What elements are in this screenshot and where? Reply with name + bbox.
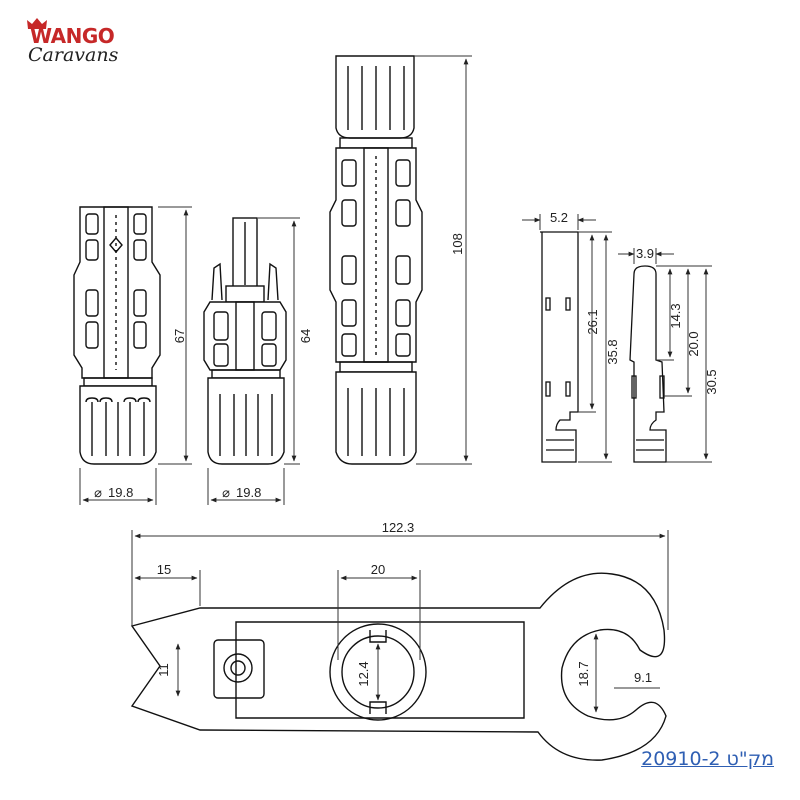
crown-icon [27,18,47,29]
female-connector [203,217,287,465]
male-height-label: 67 [172,329,187,343]
sku-link[interactable]: מק"ט 20910-2 [641,748,774,770]
male-connector [73,206,161,465]
male-pin-len-b-label: 20.0 [686,331,701,356]
male-diameter-symbol: ⌀ [94,485,102,500]
female-pin [540,231,579,463]
wrench-ring-label: 18.7 [576,661,591,686]
wrench-inner-label: 12.4 [356,661,371,686]
assembled-height-label: 108 [450,233,465,255]
wrench-length-label: 122.3 [382,520,415,535]
wrench-opening-label: 20 [371,562,385,577]
male-pin-width-label: 3.9 [636,246,654,261]
female-diameter-label: 19.8 [236,485,261,500]
female-height-label: 64 [298,329,313,343]
dimension-labels: 67 ⌀ 19.8 64 ⌀ 19.8 108 5.2 26.1 35.8 3.… [94,210,719,687]
wrench-gap-label: 9.1 [634,670,652,685]
male-pin-len-c-label: 30.5 [704,369,719,394]
wrench-tab-label: 15 [157,562,171,577]
female-diameter-symbol: ⌀ [222,485,230,500]
female-pin-width-label: 5.2 [550,210,568,225]
brand-logo: WANGO Caravans [24,18,144,68]
wrench-tool [130,572,667,761]
assembled-connector [329,55,423,465]
female-pin-len-a-label: 26.1 [585,309,600,334]
dimension-lines [79,55,712,713]
brand-line1: WANGO [30,24,115,48]
brand-line2: Caravans [28,44,119,66]
male-pin [629,265,667,463]
male-diameter-label: 19.8 [108,485,133,500]
male-pin-len-a-label: 14.3 [668,303,683,328]
female-pin-len-b-label: 35.8 [605,339,620,364]
wrench-jaw-label: 11 [156,663,171,677]
